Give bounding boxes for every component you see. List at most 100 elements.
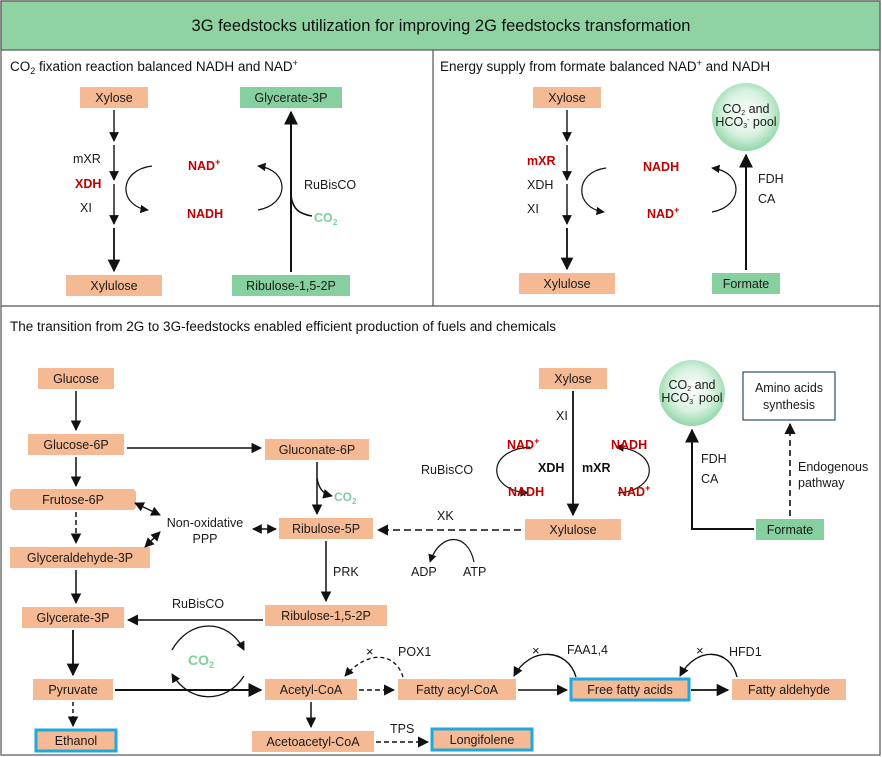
c-acetylcoa-node: Acetyl-CoA [265,679,357,700]
svg-text:Glycerate-3P: Glycerate-3P [37,611,110,625]
svg-text:Ribulose-1,5-2P: Ribulose-1,5-2P [281,609,371,623]
c-co2-small-label: CO2 [334,490,357,506]
c-co2-main-label: CO2 [188,652,214,670]
c-glyceraldehyde3p-node: Glyceraldehyde-3P [10,547,150,568]
b-xi-label: XI [527,202,539,216]
svg-text:HCO3- pool: HCO3- pool [661,391,722,406]
a-rubisco-label: RuBisCO [304,178,356,192]
c-pox1-knockout: × [366,644,374,659]
c-xdh-cycle [496,446,531,497]
c-tps-label: TPS [390,722,414,736]
svg-text:synthesis: synthesis [763,398,815,412]
c-nonox-label-1: Non-oxidative [167,516,243,530]
c-frutose6p-node: Frutose-6P [10,489,136,510]
c-nadh-right: NADH [611,438,647,452]
c-arrow-nonox-f6p [134,502,161,516]
svg-text:Frutose-6P: Frutose-6P [42,493,104,507]
a-co2-branch [290,195,313,217]
c-fdh-label: FDH [701,452,727,466]
a-xdh-label: XDH [75,177,101,191]
c-rubisco-cycle-label: RuBisCO [421,463,473,477]
b-co2-pool: CO2 and HCO3- pool [712,83,780,151]
c-co2-cycle-bottom [171,673,245,698]
svg-text:Glycerate-3P: Glycerate-3P [255,91,328,105]
c-nonox-label-2: PPP [192,532,217,546]
c-endogenous-label-2: pathway [798,476,845,490]
c-hfd1-arc [679,653,738,678]
svg-text:Fatty aldehyde: Fatty aldehyde [748,683,830,697]
svg-text:Ribulose-1,5-2P: Ribulose-1,5-2P [246,279,336,293]
b-nad-plus: NAD+ [647,205,679,221]
c-xi-label: XI [556,409,568,423]
c-pox1-arc [344,656,404,678]
svg-text:Free fatty acids: Free fatty acids [587,683,672,697]
c-nad-plus-right: NAD+ [618,483,650,499]
c-xylulose-node: Xylulose [525,519,621,540]
c-formate-node: Formate [756,519,824,540]
c-arrow-formate-pool [685,428,754,530]
svg-text:Xylulose: Xylulose [90,279,137,293]
c-ribulose15-node: Ribulose-1,5-2P [265,605,387,626]
b-cofactor-cycle-left [581,167,607,216]
c-acetoacetylcoa-node: Acetoacetyl-CoA [252,731,374,752]
svg-text:Glyceraldehyde-3P: Glyceraldehyde-3P [27,551,133,565]
c-fattyaldehyde-node: Fatty aldehyde [732,679,846,700]
c-longifolene-node: Longifolene [430,727,534,752]
a-xylulose-node: Xylulose [66,275,162,296]
c-pox1-label: POX1 [398,645,431,659]
title-banner [0,0,881,51]
svg-text:Ethanol: Ethanol [55,734,97,748]
a-mxr-label: mXR [73,152,101,166]
c-mxr-cycle [615,443,650,494]
svg-text:Xylose: Xylose [554,372,592,386]
b-mxr-label: mXR [527,154,555,168]
svg-text:Formate: Formate [723,277,770,291]
svg-text:Formate: Formate [767,523,814,537]
b-nadh: NADH [643,160,679,174]
c-rubisco-main-label: RuBisCO [172,597,224,611]
b-formate-node: Formate [712,273,780,294]
c-glycerate3p-node: Glycerate-3P [22,607,124,628]
c-nad-plus-left: NAD+ [507,436,539,452]
c-arrow-nonox-ga3p [144,531,161,548]
b-xdh-label: XDH [527,178,553,192]
c-atp-label: ATP [463,565,486,579]
title: 3G feedstocks utilization for improving … [192,17,691,35]
svg-text:Gluconate-6P: Gluconate-6P [279,443,355,457]
c-mxr-label: mXR [582,461,610,475]
svg-text:Xylose: Xylose [95,91,133,105]
svg-text:Fatty acyl-CoA: Fatty acyl-CoA [416,683,499,697]
c-xylose-node: Xylose [539,368,607,389]
c-faa-knockout: × [532,643,540,658]
c-ethanol-node: Ethanol [34,728,118,753]
c-xdh-label: XDH [538,461,564,475]
svg-text:HCO3- pool: HCO3- pool [715,115,776,130]
c-co2-release-arc [316,477,333,499]
svg-text:Ribulose-5P: Ribulose-5P [292,522,360,536]
b-cofactor-cycle-right [711,164,737,213]
a-cofactor-cycle-left [125,165,153,214]
a-nadh: NADH [187,207,223,221]
c-freefattyacids-node: Free fatty acids [569,677,691,702]
a-xylose-node: Xylose [80,87,148,108]
c-hfd1-knockout: × [696,643,704,658]
b-xylose-node: Xylose [533,87,601,108]
b-ca-label: CA [758,192,776,206]
svg-text:Glucose: Glucose [53,372,99,386]
svg-text:Acetoacetyl-CoA: Acetoacetyl-CoA [266,735,360,749]
c-co2-cycle-top [171,625,245,651]
svg-text:Xylulose: Xylulose [543,277,590,291]
c-adp-label: ADP [411,565,437,579]
svg-text:CO2 and: CO2 and [723,102,770,117]
a-glycerate3p-node: Glycerate-3P [240,87,342,108]
c-ca-label: CA [701,472,719,486]
panel-b-heading: Energy supply from formate balanced NAD+… [440,58,770,74]
svg-text:Xylose: Xylose [548,91,586,105]
c-endogenous-label-1: Endogenous [798,460,868,474]
c-nadh-left: NADH [508,485,544,499]
c-xk-label: XK [437,509,454,523]
svg-text:Amino acids: Amino acids [755,381,823,395]
c-fattyacylcoa-node: Fatty acyl-CoA [398,679,516,700]
c-pyruvate-node: Pyruvate [33,679,113,700]
